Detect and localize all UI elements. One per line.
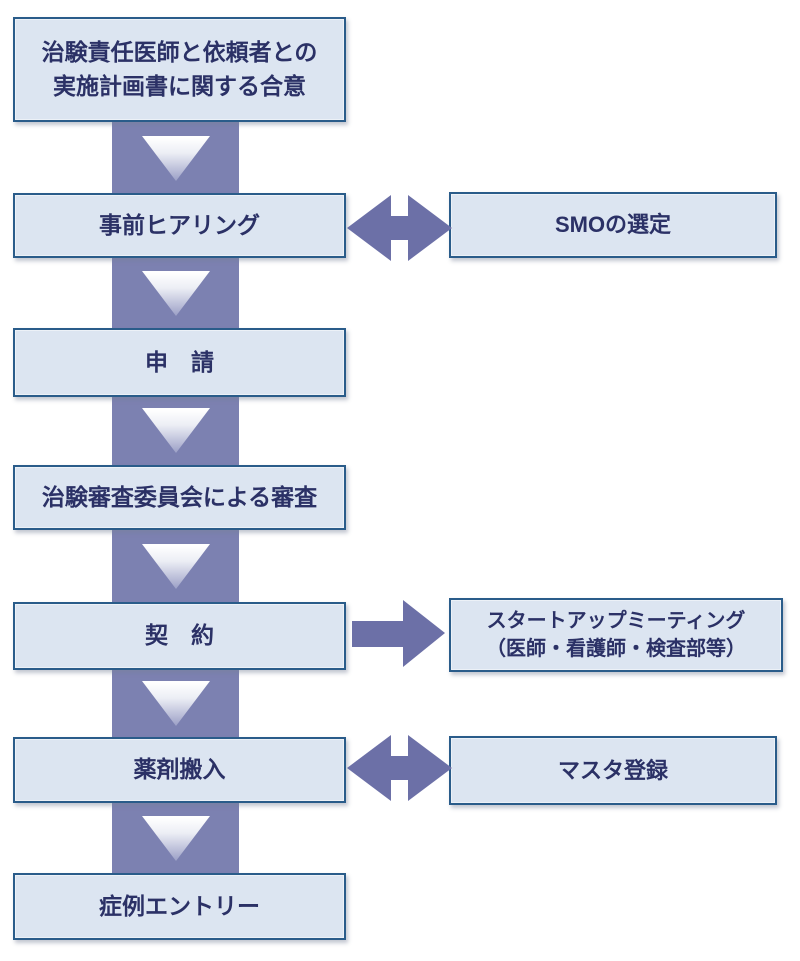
step-label: 実施計画書に関する合意 — [53, 72, 306, 99]
double-arrow-icon — [347, 195, 452, 261]
step-box-protocol-agreement: 治験責任医師と依頼者との 実施計画書に関する合意 — [13, 17, 346, 122]
step-label: 薬剤搬入 — [133, 756, 226, 783]
step-box-application: 申 請 — [13, 328, 346, 397]
side-box-label: （医師・看護師・検査部等） — [486, 638, 746, 660]
side-box-startup-meeting: スタートアップミーティング （医師・看護師・検査部等） — [449, 598, 783, 672]
step-label: 治験責任医師と依頼者との — [41, 39, 318, 66]
double-arrow-icon — [347, 735, 452, 801]
side-box-label: スタートアップミーティング — [486, 610, 746, 632]
step-box-pre-hearing: 事前ヒアリング — [13, 193, 346, 258]
step-box-case-entry: 症例エントリー — [13, 873, 346, 940]
side-box-master-registration: マスタ登録 — [449, 736, 777, 805]
step-label: 申 請 — [145, 348, 214, 375]
step-box-drug-delivery: 薬剤搬入 — [13, 737, 346, 803]
step-label: 契 約 — [145, 622, 214, 649]
side-box-label: SMOの選定 — [554, 212, 672, 238]
step-label: 症例エントリー — [99, 892, 260, 919]
step-label: 治験審査委員会による審査 — [41, 483, 318, 510]
step-box-irb-review: 治験審査委員会による審査 — [13, 465, 346, 530]
right-arrow-icon — [352, 600, 445, 667]
side-box-smo-selection: SMOの選定 — [449, 192, 777, 258]
side-box-label: マスタ登録 — [557, 757, 668, 783]
step-box-contract: 契 約 — [13, 602, 346, 670]
step-label: 事前ヒアリング — [99, 211, 260, 238]
